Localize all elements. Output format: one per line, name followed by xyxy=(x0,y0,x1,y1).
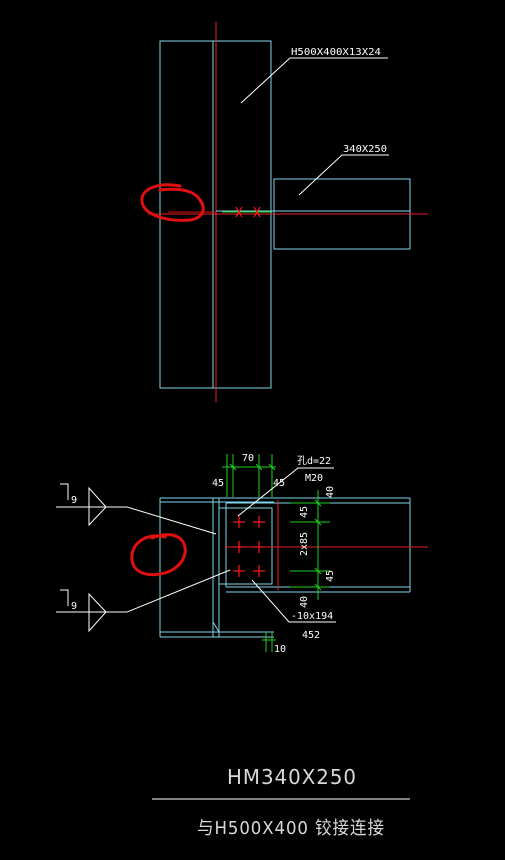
plate-length: 452 xyxy=(302,630,320,641)
dim-top-45-left: 45 xyxy=(212,478,224,489)
plan-view: 70 45 45 孔d=22 M20 40 45 2x85 45 40 -10x… xyxy=(56,453,428,655)
hole-label: 孔d=22 xyxy=(297,455,331,467)
title-main: HM340X250 xyxy=(227,765,357,789)
markup-scribble-elevation xyxy=(140,183,205,222)
shear-plate xyxy=(218,507,273,585)
elevation-bolt-marks xyxy=(235,206,261,218)
column-label: H500X400X13X24 xyxy=(291,47,381,58)
bolt xyxy=(253,541,265,553)
bolt-label-leader xyxy=(237,467,334,517)
markup-scribble-plan xyxy=(130,533,187,577)
dim-right-2x85: 2x85 xyxy=(299,532,310,556)
beam-label: 340X250 xyxy=(343,144,387,155)
weld-size-top: 9 xyxy=(71,495,77,506)
top-dimensions xyxy=(222,454,276,497)
beam-label-leader xyxy=(298,154,389,196)
bolt xyxy=(233,565,245,577)
title-sub: 与H500X400 铰接连接 xyxy=(197,818,385,839)
dim-bottom-10: 10 xyxy=(274,644,286,655)
dim-right-40-bottom: 40 xyxy=(299,596,310,608)
column-label-leader xyxy=(240,57,388,104)
title-block: HM340X250 与H500X400 铰接连接 xyxy=(152,765,410,839)
bolt xyxy=(233,541,245,553)
column-web-mark xyxy=(212,621,220,633)
plate-label-leader xyxy=(251,579,336,623)
weld-size-bottom: 9 xyxy=(71,601,77,612)
bolt-group xyxy=(233,516,265,577)
bolt xyxy=(253,565,265,577)
dim-right-45-bottom: 45 xyxy=(325,570,336,582)
bottom-dimension xyxy=(262,632,276,652)
bolt-label: M20 xyxy=(305,473,323,484)
weld-symbol-top xyxy=(56,483,217,535)
dim-top-70: 70 xyxy=(242,453,254,464)
plate-label: -10x194 xyxy=(291,611,333,622)
weld-symbol-bottom xyxy=(56,569,231,633)
right-dimensions xyxy=(290,490,330,600)
dim-right-45-top: 45 xyxy=(299,506,310,518)
bolt xyxy=(233,516,245,528)
elevation-view: H500X400X13X24 340X250 xyxy=(140,22,428,402)
dim-right-40-top: 40 xyxy=(325,486,336,498)
bolt xyxy=(253,516,265,528)
